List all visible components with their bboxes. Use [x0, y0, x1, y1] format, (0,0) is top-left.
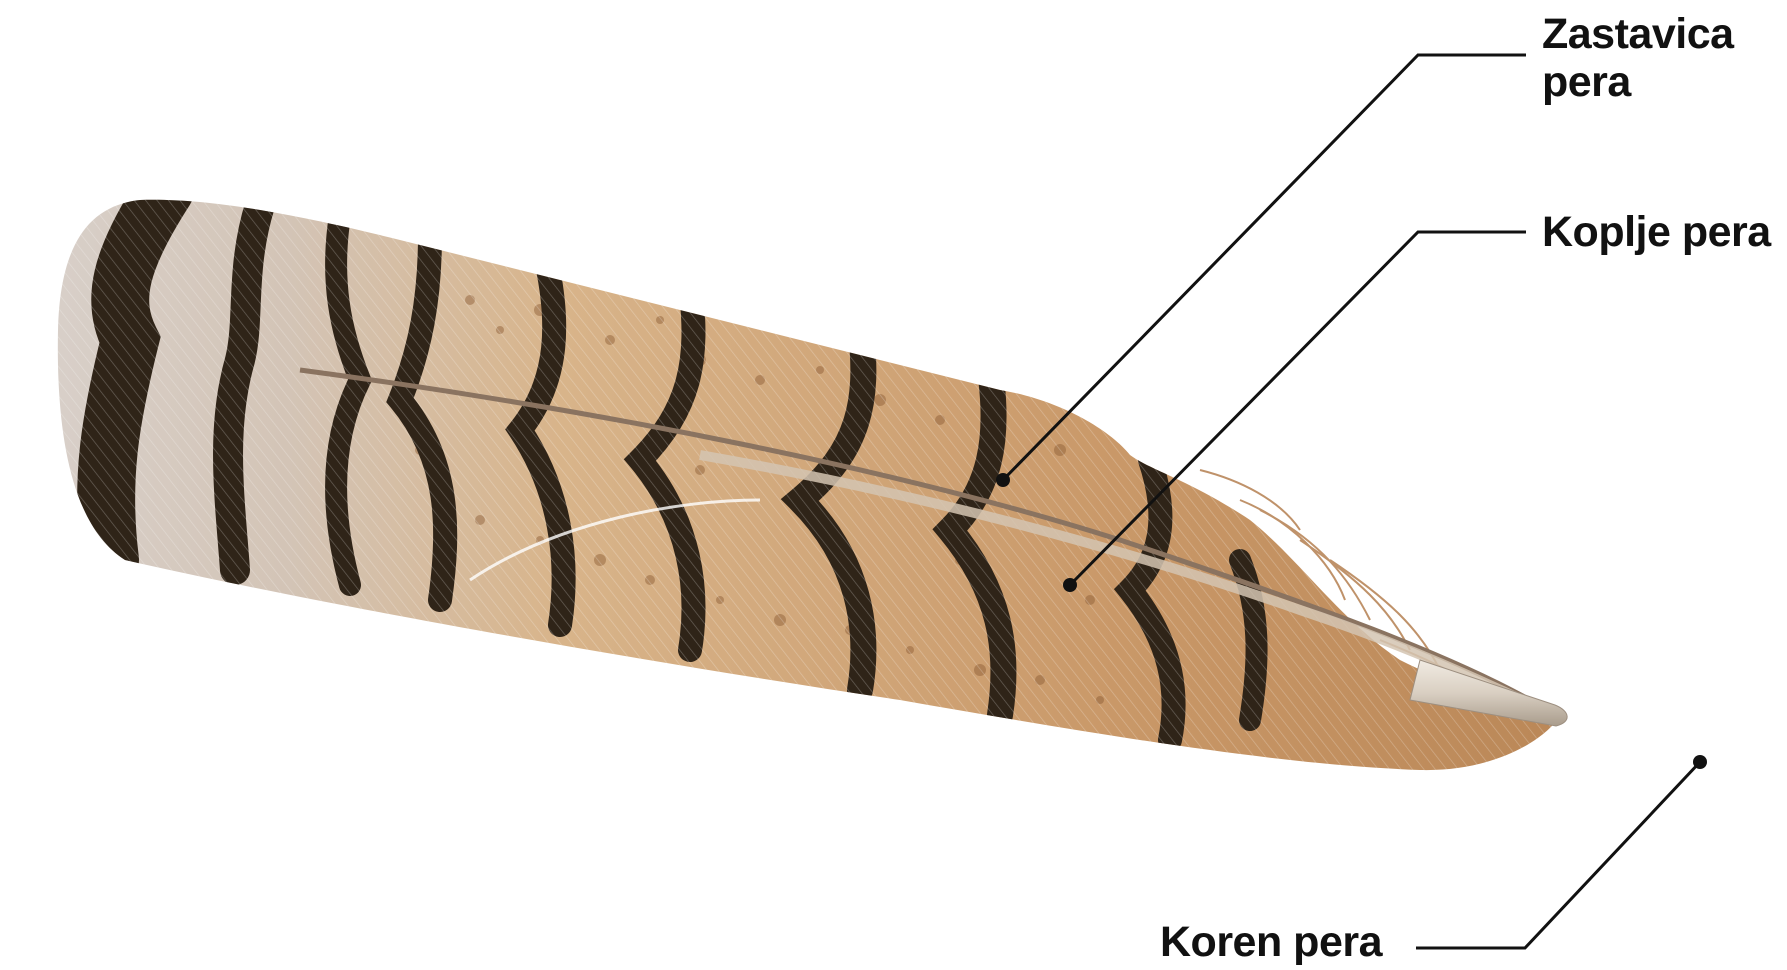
label-zastavica-line1: Zastavica [1542, 10, 1734, 58]
label-zastavica-line2: pera [1542, 58, 1734, 106]
shaft-dot-icon [1063, 578, 1077, 592]
label-zastavica-pera: Zastavica pera [1542, 10, 1734, 106]
calamus-leader-line [1416, 762, 1700, 948]
calamus-dot-icon [1693, 755, 1707, 769]
feather-illustration [0, 150, 1600, 850]
label-koplje-pera: Koplje pera [1542, 208, 1771, 256]
vane-leader-line [1003, 55, 1526, 480]
label-koren-pera: Koren pera [1160, 918, 1382, 966]
vane-dot-icon [996, 473, 1010, 487]
